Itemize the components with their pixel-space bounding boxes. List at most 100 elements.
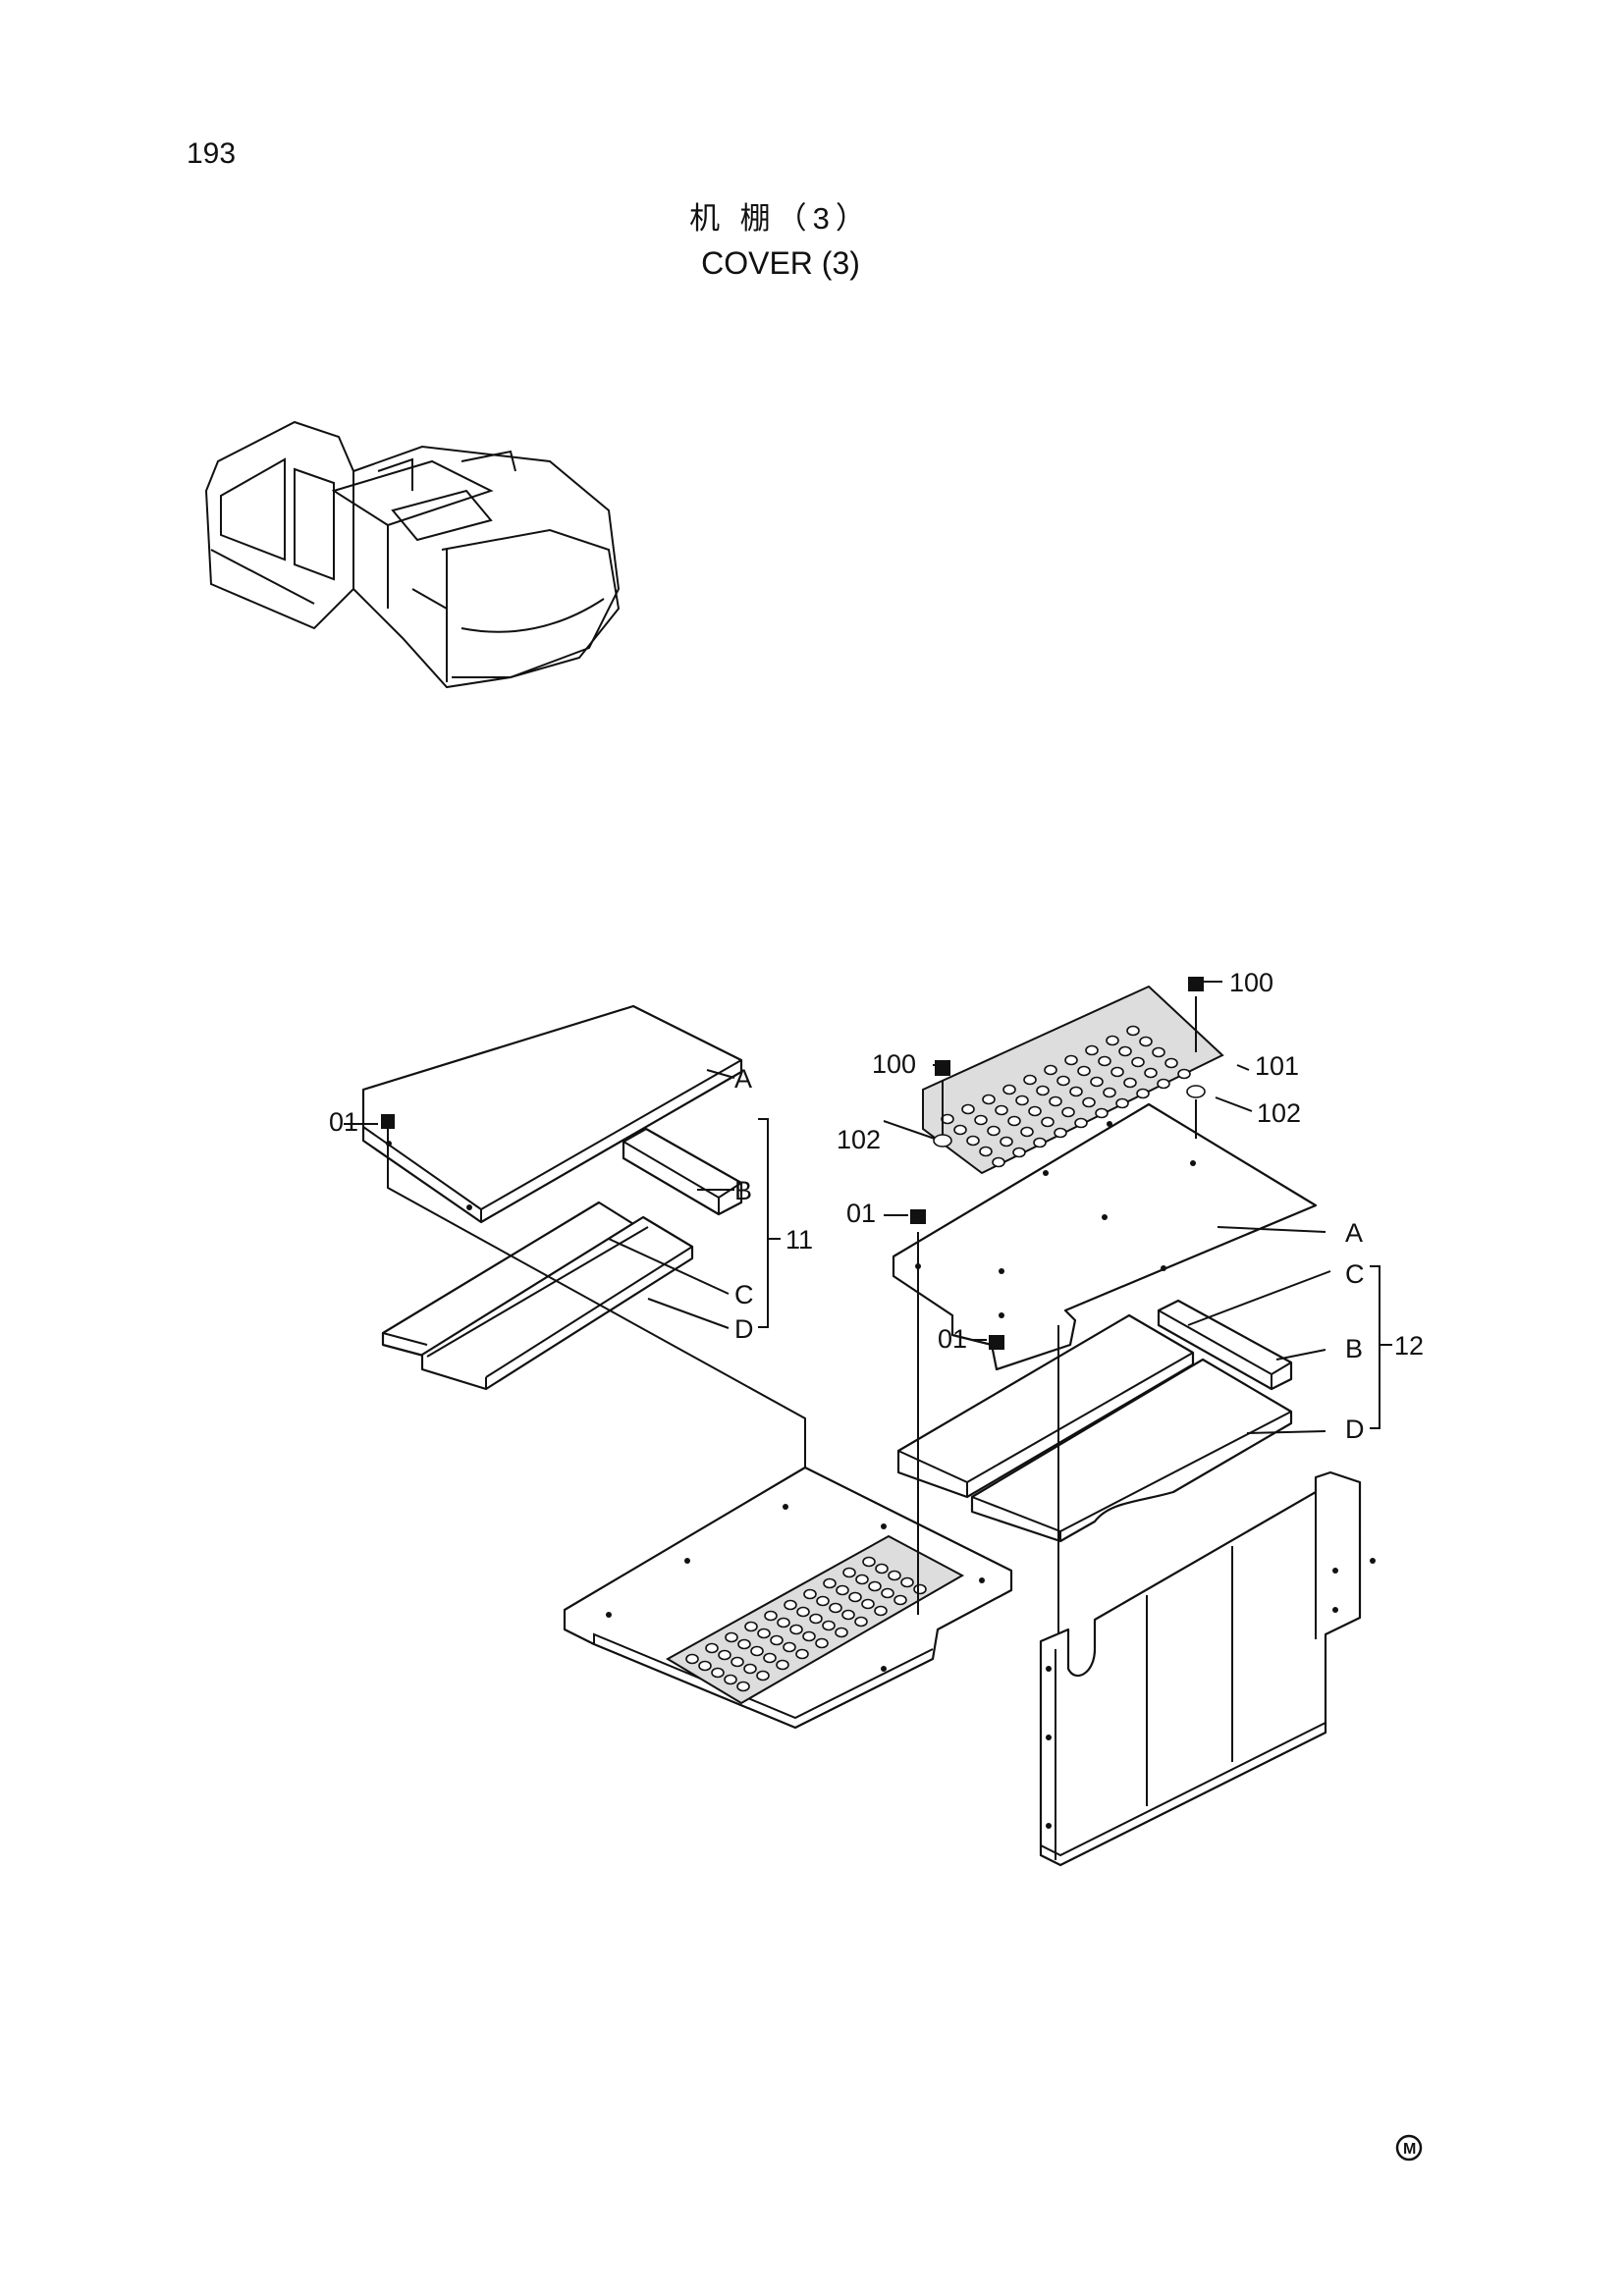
perforation-hole — [1033, 1137, 1047, 1148]
perforation-hole — [795, 1648, 809, 1660]
perforation-hole — [1157, 1078, 1170, 1090]
perforation-hole — [711, 1667, 725, 1679]
right-label-b: B — [1345, 1334, 1363, 1363]
perforation-hole — [685, 1653, 699, 1665]
left-label-a: A — [734, 1064, 752, 1094]
perforation-hole — [802, 1630, 816, 1642]
perforation-hole — [913, 1583, 927, 1595]
perforation-hole — [1064, 1054, 1078, 1066]
grating-label: 101 — [1255, 1051, 1299, 1081]
perforation-hole — [893, 1594, 907, 1606]
perforation-hole — [1126, 1025, 1140, 1037]
perforation-hole — [861, 1598, 875, 1610]
left-part-b-bar — [622, 1127, 743, 1216]
corner-mark-letter: M — [1403, 2141, 1416, 2158]
perforation-hole — [1164, 1057, 1178, 1069]
perforation-hole — [1139, 1036, 1153, 1047]
perforation-hole — [868, 1580, 882, 1592]
perforation-hole — [783, 1641, 796, 1653]
perforation-hole — [777, 1617, 790, 1629]
perforation-hole — [1036, 1085, 1050, 1096]
machine-overview-illustration — [204, 420, 621, 689]
right-bolt-a-label: 01 — [846, 1199, 876, 1228]
perforation-hole — [888, 1570, 901, 1581]
perforation-hole — [1015, 1095, 1029, 1106]
left-label-d: D — [734, 1314, 754, 1344]
perforation-hole — [979, 1146, 993, 1157]
perforation-hole — [881, 1587, 894, 1599]
perforation-hole — [1074, 1117, 1088, 1129]
right-side-panel — [1039, 1470, 1362, 1867]
right-label-a: A — [1345, 1218, 1363, 1248]
perforation-hole — [1131, 1056, 1145, 1068]
washer-right-label: 102 — [1257, 1098, 1301, 1128]
right-label-d: D — [1345, 1415, 1365, 1444]
perforation-hole — [953, 1124, 967, 1136]
perforation-hole — [743, 1663, 757, 1675]
perforation-hole — [982, 1094, 996, 1105]
corner-mark: M — [1395, 2134, 1423, 2162]
perforation-hole — [1090, 1076, 1104, 1088]
perforation-hole — [1020, 1126, 1034, 1138]
perforation-hole — [1095, 1107, 1109, 1119]
perforation-hole — [737, 1638, 751, 1650]
perforation-hole — [862, 1556, 876, 1568]
perforation-hole — [803, 1588, 817, 1600]
left-label-c: C — [734, 1280, 754, 1309]
perforation-hole — [1118, 1045, 1132, 1057]
perforation-hole — [1144, 1067, 1158, 1079]
perforation-hole — [1085, 1044, 1099, 1056]
perforation-hole — [698, 1660, 712, 1672]
perforation-hole — [836, 1584, 849, 1596]
perforation-hole — [705, 1642, 719, 1654]
perforation-hole — [823, 1577, 837, 1589]
perforation-hole — [724, 1674, 737, 1685]
perforation-hole — [776, 1659, 789, 1671]
right-assembly: 100 100 101 102 102 01 01 A C B D 12 — [837, 968, 1424, 1867]
perforation-hole — [784, 1599, 797, 1611]
perforation-hole — [841, 1609, 855, 1621]
right-group-label: 12 — [1394, 1331, 1424, 1361]
perforation-hole — [1002, 1084, 1016, 1095]
perforation-hole — [1152, 1046, 1165, 1058]
perforation-hole — [961, 1103, 975, 1115]
perforation-hole — [1061, 1106, 1075, 1118]
perforation-hole — [1012, 1147, 1026, 1158]
perforation-hole — [736, 1681, 750, 1692]
left-part-a-plate — [361, 1004, 743, 1224]
perforation-hole — [763, 1652, 777, 1664]
perforation-hole — [848, 1591, 862, 1603]
perforation-hole — [855, 1574, 869, 1585]
perforation-hole — [1098, 1055, 1111, 1067]
perforation-hole — [875, 1563, 889, 1575]
perforation-hole — [1123, 1077, 1137, 1089]
perforation-hole — [789, 1624, 803, 1635]
perforation-hole — [987, 1125, 1001, 1137]
perforation-hole — [1177, 1068, 1191, 1080]
perforation-hole — [816, 1595, 830, 1607]
screw-left-label: 100 — [872, 1049, 916, 1079]
left-bolt-label: 01 — [329, 1107, 358, 1137]
perforation-hole — [995, 1104, 1008, 1116]
perforation-hole — [770, 1634, 784, 1646]
perforation-hole — [1110, 1066, 1124, 1078]
perforation-hole — [1106, 1035, 1119, 1046]
right-bolt-b-label: 01 — [938, 1324, 967, 1354]
screw-top-label: 100 — [1229, 968, 1273, 997]
perforation-hole — [992, 1156, 1005, 1168]
perforation-hole — [829, 1602, 842, 1614]
perforation-hole — [731, 1656, 744, 1668]
perforation-hole — [842, 1567, 856, 1578]
left-label-b: B — [734, 1176, 752, 1205]
perforation-hole — [744, 1621, 758, 1632]
perforation-hole — [718, 1649, 731, 1661]
washer-left-label: 102 — [837, 1125, 881, 1154]
perforation-hole — [757, 1628, 771, 1639]
perforation-hole — [1049, 1095, 1062, 1107]
perforation-hole — [1082, 1096, 1096, 1108]
perforation-hole — [1069, 1086, 1083, 1097]
perforation-hole — [974, 1114, 988, 1126]
perforation-hole — [1103, 1087, 1116, 1098]
title-english: COVER (3) — [701, 245, 860, 281]
